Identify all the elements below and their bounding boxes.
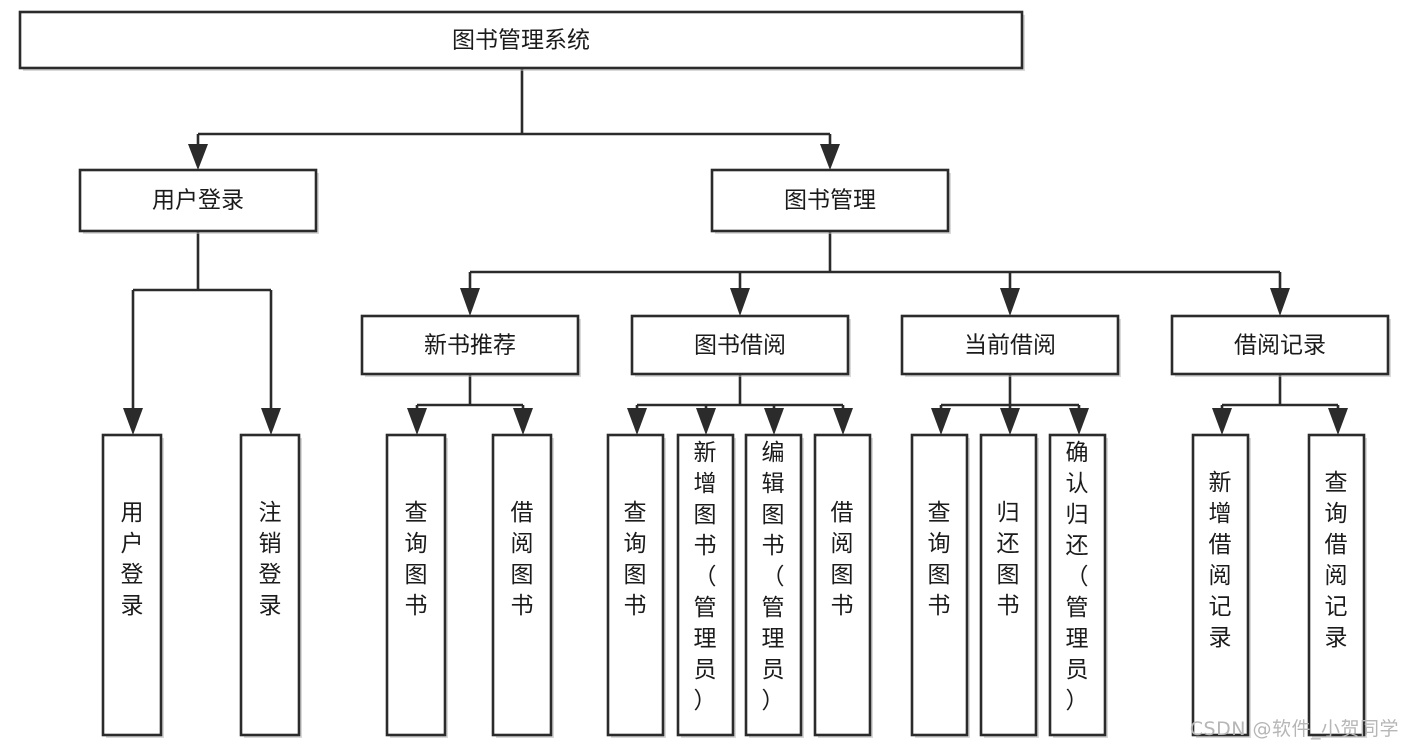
- leaf-label: 注销登录: [259, 500, 282, 619]
- leaf-label: 编辑图书（管理员）: [762, 440, 785, 714]
- leaf-bookborrow-edit-book[interactable]: 编辑图书（管理员）: [744, 433, 804, 738]
- leaf-rect: [385, 433, 447, 737]
- leaf-rect: [101, 433, 163, 737]
- leaf-user-login-logout[interactable]: 注销登录: [239, 433, 302, 738]
- leaf-newbook-borrow-book[interactable]: 借阅图书: [491, 433, 554, 738]
- arrow-head-leaf-currentborrow-1: [931, 408, 951, 435]
- leaf-label: 新增借阅记录: [1209, 470, 1232, 651]
- arrow-head-current-borrow: [1000, 288, 1020, 316]
- book-management-label: 图书管理: [784, 188, 876, 214]
- arrow-head-leaf-newbook-2: [513, 408, 533, 435]
- new-book-recommend-label: 新书推荐: [424, 333, 516, 359]
- node-book-management[interactable]: 图书管理: [710, 168, 951, 234]
- arrow-head-book-mgmt: [820, 144, 840, 170]
- leaf-label: 借阅图书: [511, 500, 534, 619]
- node-current-borrow[interactable]: 当前借阅: [900, 314, 1121, 377]
- root-rect: [18, 10, 1024, 70]
- leaf-label: 查询图书: [624, 500, 647, 619]
- leaf-label: 查询借阅记录: [1325, 470, 1348, 651]
- leaf-bookborrow-borrow-book[interactable]: 借阅图书: [813, 433, 873, 738]
- arrow-head-leaf-logout: [261, 408, 281, 435]
- leaf-rect: [606, 433, 665, 737]
- user-login-label: 用户登录: [152, 188, 244, 214]
- book-borrow-label: 图书借阅: [694, 333, 786, 359]
- book-management-rect: [710, 168, 950, 233]
- arrow-head-leaf-currentborrow-2: [1000, 408, 1020, 435]
- leaf-rect: [1307, 433, 1366, 737]
- arrow-head-new-book-recommend: [460, 288, 480, 316]
- arrow-head-user-login: [188, 144, 208, 170]
- arrow-head-leaf-user-login: [123, 408, 143, 435]
- node-user-login[interactable]: 用户登录: [78, 168, 319, 234]
- leaf-rect: [676, 433, 735, 737]
- node-borrow-records[interactable]: 借阅记录: [1170, 314, 1391, 377]
- leaf-rect: [979, 433, 1038, 737]
- arrow-head-leaf-bookborrow-4: [833, 408, 853, 435]
- leaf-currentborrow-query-book[interactable]: 查询图书: [910, 433, 970, 738]
- leaf-label: 查询图书: [928, 500, 951, 619]
- leaf-rect: [813, 433, 872, 737]
- connector-layer: [123, 68, 1348, 435]
- leaf-bookborrow-add-book[interactable]: 新增图书（管理员）: [676, 433, 736, 738]
- borrow-records-rect: [1170, 314, 1390, 376]
- arrow-head-leaf-newbook-1: [407, 408, 427, 435]
- leaf-user-login-login[interactable]: 用户登录: [101, 433, 164, 738]
- leaf-label: 新增图书（管理员）: [694, 440, 717, 714]
- arrow-head-leaf-bookborrow-2: [696, 408, 716, 435]
- current-borrow-label: 当前借阅: [964, 333, 1056, 359]
- leaf-rect: [910, 433, 969, 737]
- csdn-watermark: CSDN @软件_小贺同学: [1189, 718, 1399, 740]
- leaf-label: 查询图书: [405, 500, 428, 619]
- user-login-rect: [78, 168, 318, 233]
- arrow-head-leaf-bookborrow-1: [627, 408, 647, 435]
- leaf-rect: [1191, 433, 1250, 737]
- leaf-label: 确认归还（管理员）: [1066, 440, 1089, 714]
- leaf-newbook-query-book[interactable]: 查询图书: [385, 433, 448, 738]
- leaf-label: 借阅图书: [831, 500, 854, 619]
- leaf-rect: [1048, 433, 1107, 737]
- arrow-head-leaf-bookborrow-3: [764, 408, 784, 435]
- leaf-currentborrow-confirm-return[interactable]: 确认归还（管理员）: [1048, 433, 1108, 738]
- leaf-rect: [491, 433, 553, 737]
- node-new-book-recommend[interactable]: 新书推荐: [360, 314, 581, 377]
- arrow-head-leaf-borrowrecords-1: [1212, 408, 1232, 435]
- leaf-currentborrow-return-book[interactable]: 归还图书: [979, 433, 1039, 738]
- leaf-label: 用户登录: [121, 500, 144, 619]
- new-book-recommend-rect: [360, 314, 580, 376]
- leaf-rect: [744, 433, 803, 737]
- node-root-system[interactable]: 图书管理系统: [18, 10, 1025, 71]
- current-borrow-rect: [900, 314, 1120, 376]
- arrow-head-book-borrow: [730, 288, 750, 316]
- borrow-records-label: 借阅记录: [1234, 333, 1326, 359]
- leaf-rect: [239, 433, 301, 737]
- leaf-borrowrecords-query-record[interactable]: 查询借阅记录: [1307, 433, 1367, 738]
- node-book-borrow[interactable]: 图书借阅: [630, 314, 851, 377]
- leaf-bookborrow-query-book[interactable]: 查询图书: [606, 433, 666, 738]
- leaf-borrowrecords-add-record[interactable]: 新增借阅记录: [1191, 433, 1251, 738]
- root-label: 图书管理系统: [452, 28, 590, 54]
- book-borrow-rect: [630, 314, 850, 376]
- arrow-head-borrow-records: [1270, 288, 1290, 316]
- arrow-head-leaf-borrowrecords-2: [1328, 408, 1348, 435]
- arrow-head-leaf-currentborrow-3: [1069, 408, 1089, 435]
- leaf-label: 归还图书: [997, 500, 1020, 619]
